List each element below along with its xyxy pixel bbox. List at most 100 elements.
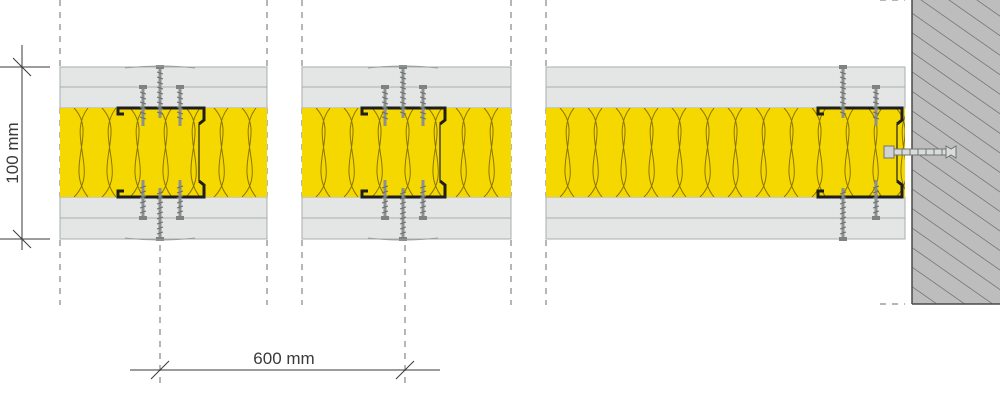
screw-thread (156, 71, 164, 75)
wall-segment (545, 66, 906, 240)
screw-thread (381, 205, 389, 209)
drywall-screw (399, 188, 407, 241)
screw-thread (872, 205, 880, 209)
screw-head (156, 237, 164, 241)
screw-thread (156, 76, 164, 80)
screw-thread (139, 106, 147, 110)
wall-segment (301, 66, 512, 240)
screw-thread (176, 210, 184, 214)
plasterboard-layer (59, 217, 268, 240)
screw-thread (419, 91, 427, 95)
screw-head (176, 85, 184, 89)
screw-thread (872, 210, 880, 214)
plasterboard-layer (545, 196, 906, 219)
screw-head (419, 216, 427, 220)
drywall-screw (381, 180, 389, 220)
screw-thread (156, 196, 164, 200)
screw-thread (399, 96, 407, 100)
screw-thread (156, 226, 164, 230)
screw-head (872, 216, 880, 220)
screw-thread (156, 81, 164, 85)
screw-thread (381, 91, 389, 95)
screw-head (419, 85, 427, 89)
screw-thread (156, 231, 164, 235)
drywall-screw (139, 85, 147, 126)
screw-thread (419, 195, 427, 199)
screw-thread (156, 101, 164, 105)
screw-thread (156, 106, 164, 110)
screw-thread (156, 201, 164, 205)
screw-thread (156, 91, 164, 95)
screw-thread (872, 101, 880, 105)
drywall-screw (419, 180, 427, 220)
fibre-lines (60, 108, 257, 197)
screw-thread (399, 76, 407, 80)
screw-thread (399, 106, 407, 110)
drywall-screw (419, 85, 427, 126)
tick-mark (12, 57, 32, 77)
screw-thread (399, 191, 407, 195)
screw-thread (419, 116, 427, 120)
screw-thread (872, 96, 880, 100)
screw-thread (139, 190, 147, 194)
height-dimension (0, 45, 50, 250)
screw-thread (139, 91, 147, 95)
screw-thread (399, 71, 407, 75)
joint-filler (367, 237, 439, 241)
screw-thread (839, 226, 847, 230)
screw-thread (381, 111, 389, 115)
plasterboard-layer (59, 86, 268, 109)
screw-thread (381, 116, 389, 120)
joint-filler (124, 237, 196, 241)
screw-thread (839, 91, 847, 95)
screw-head (399, 237, 407, 241)
drywall-screw (139, 180, 147, 220)
screw-thread (156, 86, 164, 90)
screw-thread (156, 206, 164, 210)
screw-thread (176, 195, 184, 199)
screw-thread (139, 200, 147, 204)
drywall-screw (872, 180, 880, 220)
plasterboard-layer (545, 86, 906, 109)
screw-thread (176, 96, 184, 100)
screw-thread (139, 210, 147, 214)
screw-thread (381, 101, 389, 105)
screw-thread (419, 185, 427, 189)
screw-thread (419, 190, 427, 194)
guide-lines (59, 0, 905, 388)
screw-thread (872, 185, 880, 189)
screw-thread (399, 196, 407, 200)
insulation-fibres (60, 108, 257, 197)
insulation-fibres (302, 108, 499, 197)
screw-thread (839, 216, 847, 220)
screw-thread (399, 111, 407, 115)
screw-thread (381, 195, 389, 199)
drywall-screw (839, 65, 847, 118)
tick-mark (395, 360, 415, 380)
spacing-dimension (130, 360, 440, 380)
plasterboard-layer (59, 196, 268, 219)
screw-thread (399, 91, 407, 95)
screw-thread (419, 200, 427, 204)
screw-thread (419, 205, 427, 209)
drywall-screws (124, 65, 880, 241)
screw-thread (839, 76, 847, 80)
screw-thread (139, 116, 147, 120)
stud-profile (816, 106, 904, 199)
screw-thread (139, 205, 147, 209)
screw-thread (399, 226, 407, 230)
tick-mark (12, 229, 32, 249)
screw-thread (839, 231, 847, 235)
screw-thread (176, 190, 184, 194)
screw-thread (839, 111, 847, 115)
screw-thread (156, 111, 164, 115)
screw-head (839, 65, 847, 69)
screw-thread (399, 86, 407, 90)
screw-thread (381, 210, 389, 214)
screw-thread (176, 185, 184, 189)
screw-head (139, 216, 147, 220)
screw-thread (381, 106, 389, 110)
screw-thread (139, 195, 147, 199)
